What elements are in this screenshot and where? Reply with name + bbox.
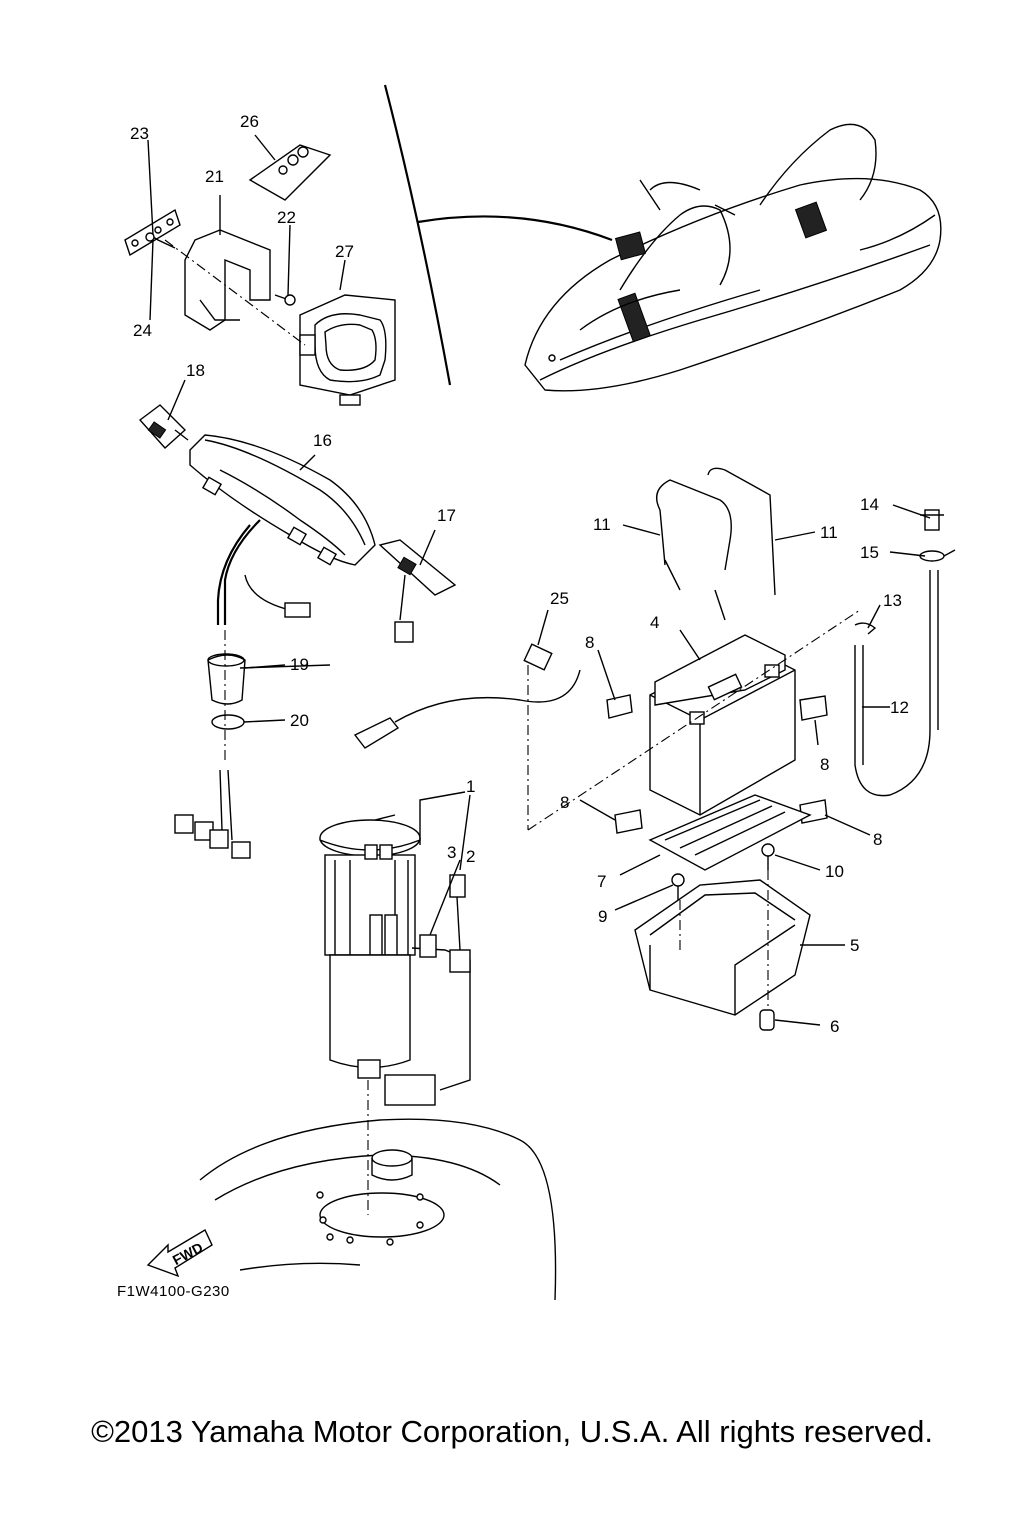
callout-22: 22 [277, 208, 296, 227]
callout-13: 13 [883, 591, 902, 610]
harness-16 [216, 519, 311, 625]
hose-12 [854, 570, 939, 797]
callout-8-upper-left: 8 [585, 633, 594, 652]
bracket-21 [184, 195, 271, 331]
callout-5: 5 [850, 936, 859, 955]
callout-8-lower-left: 8 [560, 793, 569, 812]
bracket-13 [854, 622, 877, 635]
grommet-19 [207, 653, 286, 705]
callout-3: 3 [447, 843, 456, 862]
fuel-tank [199, 1118, 557, 1301]
watercraft-illustration [524, 123, 942, 392]
fwd-arrow-icon: FWD [146, 1229, 213, 1278]
callout-15: 15 [860, 543, 879, 562]
clamp-15 [919, 549, 956, 562]
callout-11-left: 11 [593, 515, 611, 534]
clamp-20 [211, 714, 286, 730]
callout-21: 21 [205, 167, 224, 186]
callout-24: 24 [133, 321, 152, 340]
callout-18: 18 [186, 361, 205, 380]
screw-24 [145, 232, 176, 321]
battery-box-5 [634, 879, 811, 1016]
connector-bundle [174, 769, 251, 859]
callout-8-lower-right: 8 [873, 830, 882, 849]
callout-14: 14 [860, 495, 879, 514]
callout-27: 27 [335, 242, 354, 261]
control-module-27 [299, 259, 396, 406]
callout-7: 7 [597, 872, 606, 891]
callout-6: 6 [830, 1017, 839, 1036]
callout-25: 25 [550, 589, 569, 608]
callout-9: 9 [598, 907, 607, 926]
callout-2: 2 [466, 847, 475, 866]
callout-8-right: 8 [820, 755, 829, 774]
watercraft-divider [383, 84, 613, 386]
switch-18 [138, 379, 189, 449]
callout-17: 17 [437, 506, 456, 525]
assembly-line [164, 239, 306, 346]
callout-20: 20 [290, 711, 309, 730]
callout-16: 16 [313, 431, 332, 450]
drawing-code: F1W4100-G230 [117, 1283, 230, 1300]
callout-23: 23 [130, 124, 149, 143]
sensor-25 [353, 609, 581, 830]
callout-10: 10 [825, 862, 844, 881]
callout-labels: 1 2 3 4 5 6 7 8 8 8 8 9 10 11 11 12 13 1… [130, 112, 909, 1036]
callout-26: 26 [240, 112, 259, 131]
screw-22 [274, 224, 296, 306]
damper-6 [759, 1009, 775, 1031]
remote-26 [248, 134, 332, 201]
callout-19: 19 [290, 655, 309, 674]
harness-2-3 [384, 874, 471, 1106]
assembly-line-battery [527, 609, 861, 831]
strap-11 [656, 467, 776, 621]
callout-4: 4 [650, 613, 659, 632]
fitting-14 [920, 509, 944, 531]
bolt-9-10 [671, 843, 775, 1010]
switch-17 [378, 529, 457, 643]
callout-1: 1 [466, 777, 475, 796]
plate-23 [124, 139, 181, 257]
callout-11-right: 11 [820, 523, 838, 542]
leader-lines [239, 504, 931, 1026]
copyright-notice: ©2013 Yamaha Motor Corporation, U.S.A. A… [91, 1414, 933, 1449]
battery-4 [649, 634, 796, 816]
callout-12: 12 [890, 698, 909, 717]
fuel-pump-1 [319, 814, 421, 1215]
battery-tray-7 [648, 794, 812, 871]
meter-16 [189, 434, 376, 566]
